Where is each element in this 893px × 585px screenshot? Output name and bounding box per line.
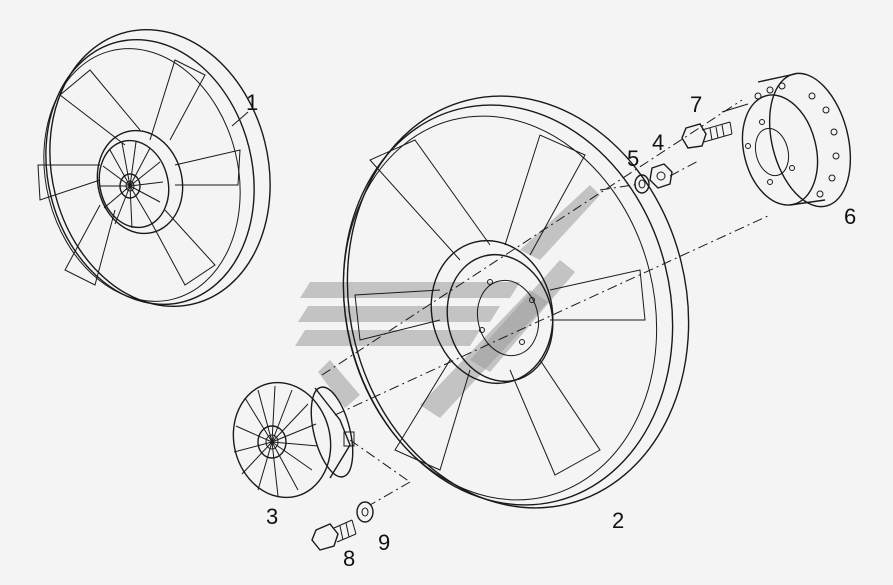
callout-3: 3 bbox=[266, 504, 278, 529]
callout-labels: 1 2 3 4 5 6 7 8 9 bbox=[246, 90, 856, 571]
coupling-fins-part-3 bbox=[233, 385, 319, 497]
callout-5: 5 bbox=[627, 146, 639, 171]
callout-4: 4 bbox=[652, 130, 664, 155]
coupling-fins-part-1 bbox=[100, 141, 164, 229]
washer-part-5 bbox=[634, 174, 650, 194]
assembly-axis-lines bbox=[321, 99, 771, 506]
callout-8: 8 bbox=[343, 546, 355, 571]
nut-part-4 bbox=[649, 163, 673, 189]
callout-1: 1 bbox=[246, 90, 258, 115]
callout-6: 6 bbox=[844, 204, 856, 229]
bolt-part-7 bbox=[681, 121, 733, 149]
washer-part-9 bbox=[356, 501, 374, 523]
viscous-coupling-part-3 bbox=[232, 381, 355, 499]
callout-2: 2 bbox=[612, 508, 624, 533]
hub-flange-part-6 bbox=[741, 72, 852, 208]
callout-7: 7 bbox=[690, 92, 702, 117]
callout-9: 9 bbox=[378, 530, 390, 555]
fan-assembly-part-1 bbox=[37, 28, 271, 308]
fan-part-2 bbox=[342, 95, 690, 509]
bolt-part-8 bbox=[311, 519, 357, 551]
callout-leaders bbox=[231, 103, 749, 127]
